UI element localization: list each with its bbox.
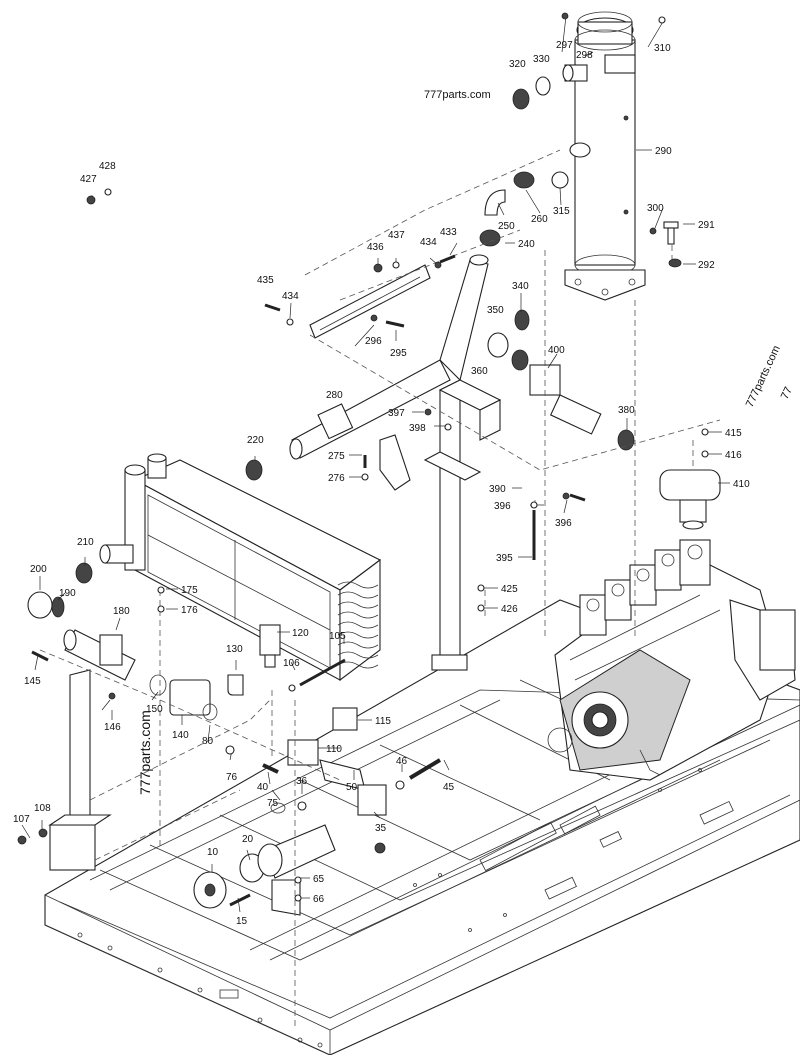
callout-220: 220 xyxy=(247,435,264,446)
callout-291: 291 xyxy=(698,220,715,231)
callout-350: 350 xyxy=(487,305,504,316)
callout-437: 437 xyxy=(388,230,405,241)
callout-425: 425 xyxy=(501,584,518,595)
callout-20: 20 xyxy=(242,834,254,845)
callout-434-a: 434 xyxy=(420,237,437,248)
callout-130: 130 xyxy=(226,644,243,655)
callout-105: 105 xyxy=(329,631,346,642)
callout-320: 320 xyxy=(509,59,526,70)
watermark-left: 777parts.com xyxy=(137,710,153,795)
callout-290: 290 xyxy=(655,146,672,157)
callout-436: 436 xyxy=(367,242,384,253)
callout-36: 36 xyxy=(296,776,308,787)
cooler-coils xyxy=(337,581,379,669)
callout-292: 292 xyxy=(698,260,715,271)
callout-416: 416 xyxy=(725,450,742,461)
callout-410: 410 xyxy=(733,479,750,490)
watermark-top: 777parts.com xyxy=(424,89,491,101)
bracket-275 xyxy=(379,434,411,491)
callout-175: 175 xyxy=(181,585,198,596)
callout-190: 190 xyxy=(59,588,76,599)
callout-66: 66 xyxy=(313,894,325,905)
callout-435: 435 xyxy=(257,275,274,286)
callout-145: 145 xyxy=(24,676,41,687)
callout-108: 108 xyxy=(34,803,51,814)
callout-298: 298 xyxy=(576,50,593,61)
radiator-cooler xyxy=(99,453,382,682)
callout-106: 106 xyxy=(283,658,300,669)
callout-46: 46 xyxy=(396,756,408,767)
callout-150: 150 xyxy=(146,704,163,715)
callout-65: 65 xyxy=(313,874,325,885)
callout-140: 140 xyxy=(172,730,189,741)
callout-labels: 10 15 20 35 36 40 45 46 50 65 66 75 76 8… xyxy=(13,40,750,927)
callout-180: 180 xyxy=(113,606,130,617)
callout-80: 80 xyxy=(202,736,214,747)
callout-428: 428 xyxy=(99,161,116,172)
fasteners xyxy=(17,12,709,907)
callout-398: 398 xyxy=(409,423,426,434)
callout-297: 297 xyxy=(556,40,573,51)
callout-146: 146 xyxy=(104,722,121,733)
callout-433: 433 xyxy=(440,227,457,238)
callout-360: 360 xyxy=(471,366,488,377)
callout-426: 426 xyxy=(501,604,518,615)
callout-50: 50 xyxy=(346,782,358,793)
exhaust-silencer xyxy=(562,11,646,301)
callout-330: 330 xyxy=(533,54,550,65)
callout-45: 45 xyxy=(443,782,455,793)
callout-15: 15 xyxy=(236,916,248,927)
leader-lines xyxy=(21,15,730,913)
callout-176: 176 xyxy=(181,605,198,616)
callout-434-b: 434 xyxy=(282,291,299,302)
callout-40: 40 xyxy=(257,782,269,793)
exhaust-pipe xyxy=(289,254,489,460)
callout-396-a: 396 xyxy=(494,501,511,512)
callout-396-b: 396 xyxy=(555,518,572,529)
callout-110: 110 xyxy=(326,744,342,755)
callout-276: 276 xyxy=(328,473,345,484)
callout-240: 240 xyxy=(518,239,535,250)
callout-75: 75 xyxy=(267,798,279,809)
callout-295: 295 xyxy=(390,348,407,359)
callout-395: 395 xyxy=(496,553,513,564)
watermark-right: 777parts.com xyxy=(744,344,783,409)
callout-310: 310 xyxy=(654,43,671,54)
engine-assembly xyxy=(547,539,796,781)
callout-76: 76 xyxy=(226,772,238,783)
callout-35: 35 xyxy=(375,823,387,834)
callout-300: 300 xyxy=(647,203,664,214)
callout-275: 275 xyxy=(328,451,345,462)
callout-390: 390 xyxy=(489,484,506,495)
callout-340: 340 xyxy=(512,281,529,292)
components xyxy=(27,76,721,916)
callout-210: 210 xyxy=(77,537,94,548)
callout-260: 260 xyxy=(531,214,548,225)
callout-120: 120 xyxy=(292,628,309,639)
callout-280: 280 xyxy=(326,390,343,401)
callout-315: 315 xyxy=(553,206,570,217)
callout-200: 200 xyxy=(30,564,47,575)
callout-415: 415 xyxy=(725,428,742,439)
pipe-bracket xyxy=(309,264,431,339)
callout-10: 10 xyxy=(207,847,219,858)
callout-107: 107 xyxy=(13,814,30,825)
callout-400: 400 xyxy=(548,345,565,356)
support-post xyxy=(423,379,502,671)
watermark-right-cut: 77 xyxy=(779,385,795,401)
callout-397: 397 xyxy=(388,408,405,419)
left-support-post xyxy=(48,669,112,871)
callout-427: 427 xyxy=(80,174,97,185)
callout-380: 380 xyxy=(618,405,635,416)
callout-250: 250 xyxy=(498,221,515,232)
callout-296: 296 xyxy=(365,336,382,347)
assembly-guide-lines xyxy=(39,149,721,1030)
callout-115: 115 xyxy=(375,716,391,727)
